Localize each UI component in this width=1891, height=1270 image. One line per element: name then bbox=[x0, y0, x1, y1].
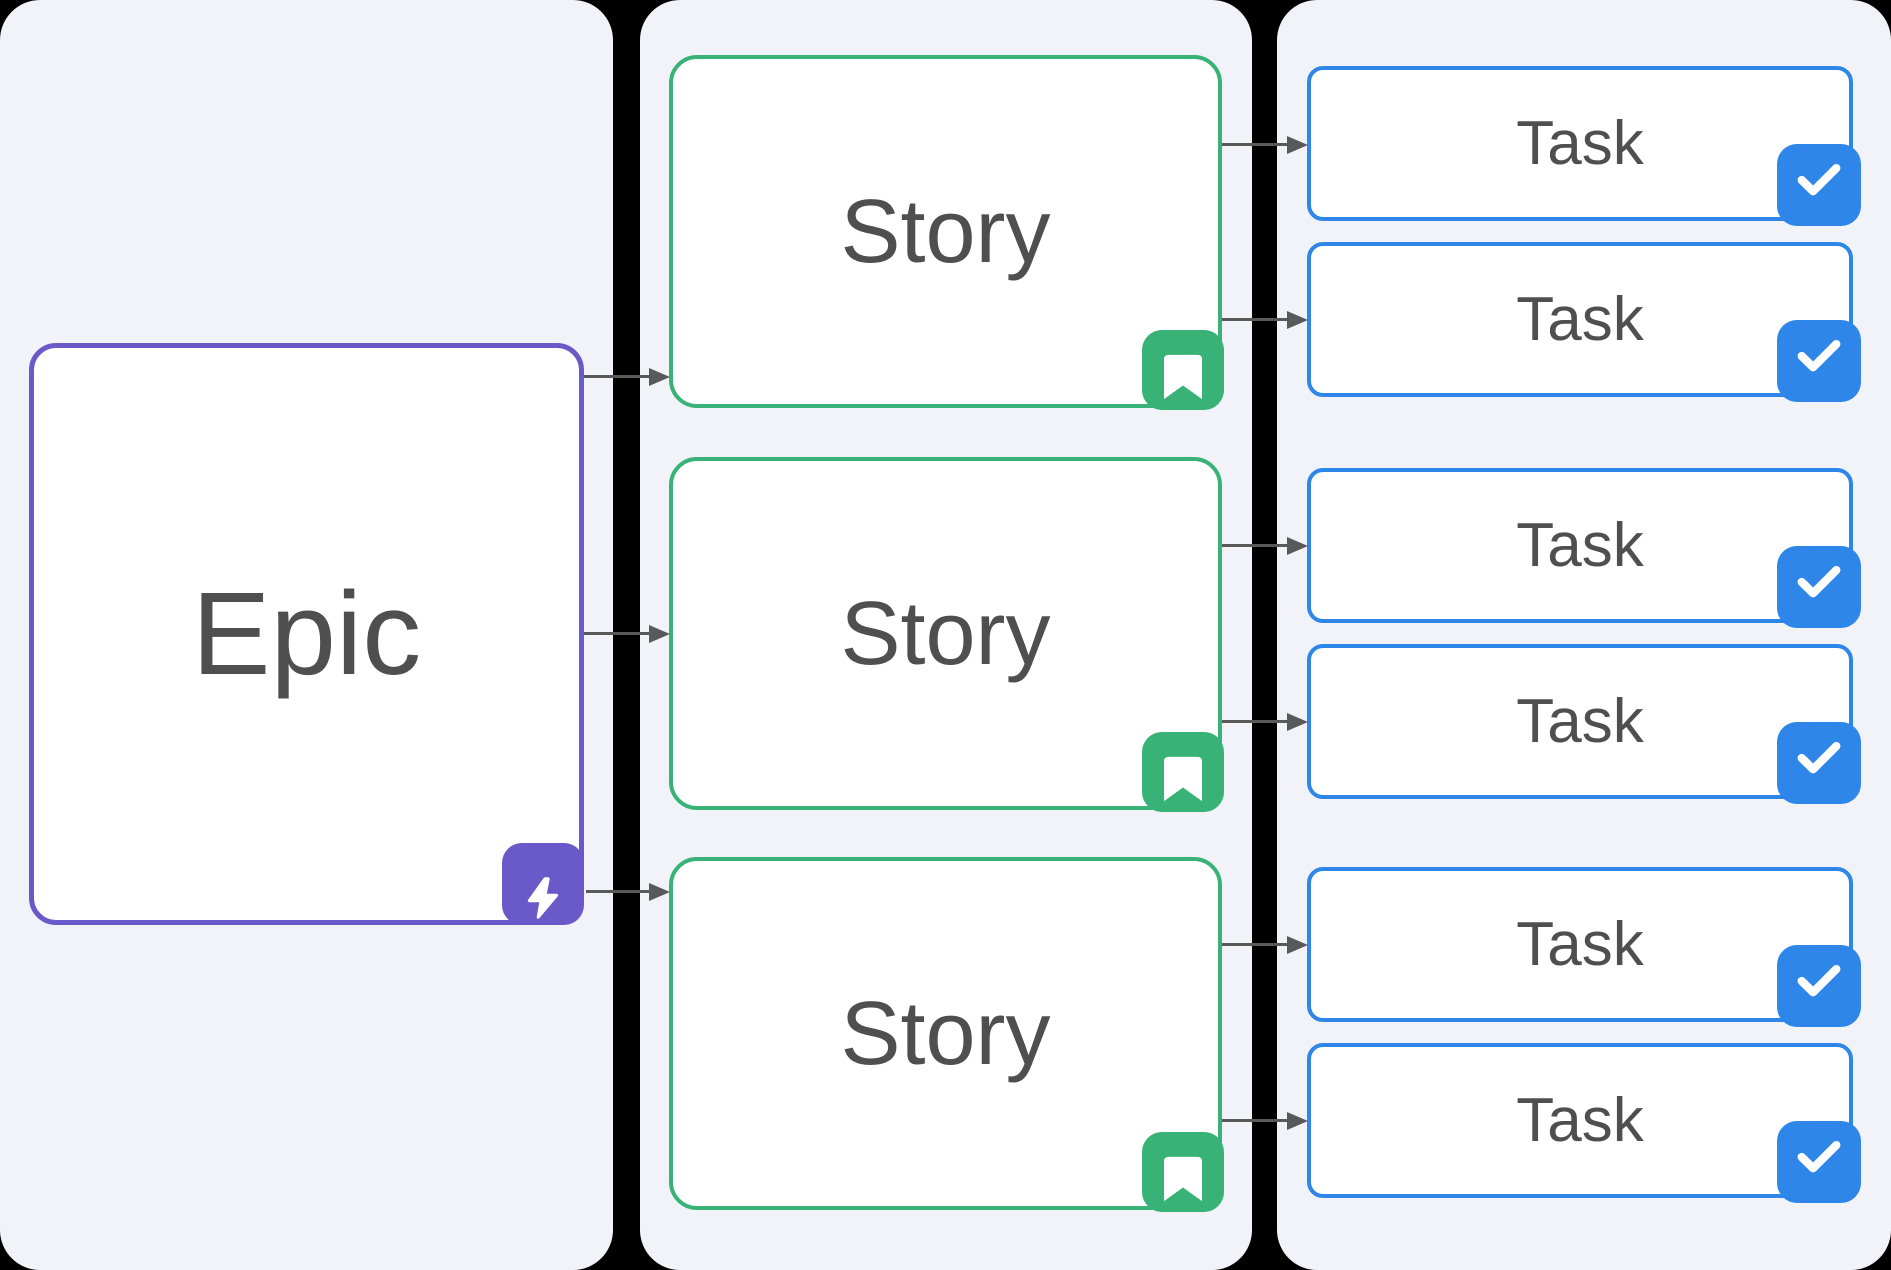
task-badge bbox=[1777, 144, 1861, 226]
task-label: Task bbox=[1516, 1085, 1644, 1155]
story-badge bbox=[1142, 732, 1224, 812]
task-badge bbox=[1777, 1121, 1861, 1203]
task-card-1: Task bbox=[1307, 66, 1861, 226]
arrow-story3-to-task-5 bbox=[1222, 943, 1287, 946]
task-label: Task bbox=[1516, 686, 1644, 756]
story-card-2: Story bbox=[669, 457, 1224, 812]
bookmark-icon bbox=[1164, 721, 1202, 824]
story-label: Story bbox=[840, 181, 1051, 282]
story-label: Story bbox=[840, 983, 1051, 1084]
check-icon bbox=[1793, 150, 1845, 221]
arrow-story1-to-task-1 bbox=[1222, 143, 1287, 146]
bookmark-icon bbox=[1164, 1121, 1202, 1224]
arrow-story2-to-task-3 bbox=[1222, 544, 1287, 547]
story-label: Story bbox=[840, 583, 1051, 684]
task-card-5: Task bbox=[1307, 867, 1861, 1027]
check-icon bbox=[1793, 728, 1845, 799]
story-badge bbox=[1142, 1132, 1224, 1212]
epic-card: Epic bbox=[29, 343, 584, 925]
epic-badge bbox=[502, 843, 584, 925]
task-badge bbox=[1777, 320, 1861, 402]
task-label: Task bbox=[1516, 909, 1644, 979]
task-card-3: Task bbox=[1307, 468, 1861, 628]
story-card-1: Story bbox=[669, 55, 1224, 410]
task-badge bbox=[1777, 546, 1861, 628]
check-icon bbox=[1793, 326, 1845, 397]
check-icon bbox=[1793, 951, 1845, 1022]
story-card-3: Story bbox=[669, 857, 1224, 1212]
arrow-epic-to-story-3 bbox=[586, 890, 649, 893]
task-label: Task bbox=[1516, 284, 1644, 354]
arrow-epic-to-story-2 bbox=[584, 632, 649, 635]
bookmark-icon bbox=[1164, 319, 1202, 422]
task-card-4: Task bbox=[1307, 644, 1861, 804]
arrow-story2-to-task-4 bbox=[1222, 720, 1287, 723]
epic-label: Epic bbox=[191, 568, 422, 700]
story-badge bbox=[1142, 330, 1224, 410]
check-icon bbox=[1793, 552, 1845, 623]
arrow-epic-to-story-1 bbox=[584, 375, 649, 378]
task-badge bbox=[1777, 945, 1861, 1027]
arrow-story1-to-task-2 bbox=[1222, 318, 1287, 321]
lightning-icon bbox=[520, 816, 566, 952]
task-badge bbox=[1777, 722, 1861, 804]
check-icon bbox=[1793, 1127, 1845, 1198]
task-label: Task bbox=[1516, 510, 1644, 580]
task-card-6: Task bbox=[1307, 1043, 1861, 1203]
arrow-story3-to-task-6 bbox=[1222, 1119, 1287, 1122]
task-label: Task bbox=[1516, 108, 1644, 178]
task-card-2: Task bbox=[1307, 242, 1861, 402]
